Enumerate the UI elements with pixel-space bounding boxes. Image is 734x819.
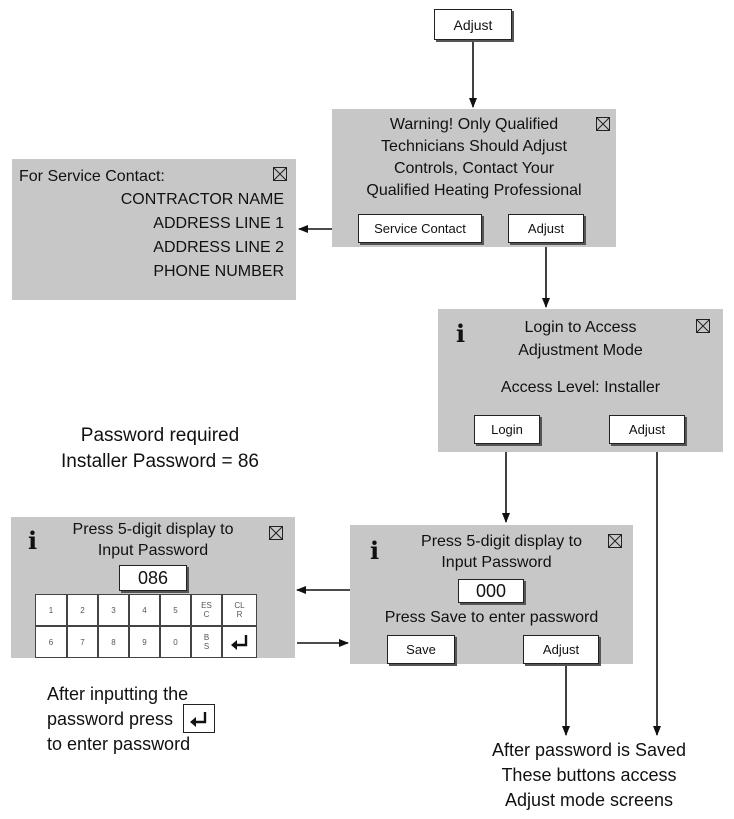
- key-0[interactable]: 0: [160, 626, 191, 658]
- after-input-text: After inputting the: [47, 684, 189, 704]
- key-3[interactable]: 3: [98, 594, 129, 626]
- login-adjust-button[interactable]: Adjust: [609, 415, 685, 444]
- key-clr[interactable]: CL R: [222, 594, 257, 626]
- password-press-text: password press: [47, 709, 174, 729]
- key-bs[interactable]: B S: [191, 626, 222, 658]
- enter-key-sample: [183, 704, 215, 733]
- enter-icon: [230, 635, 247, 650]
- info-icon: i: [28, 526, 38, 555]
- login-button[interactable]: Login: [474, 415, 540, 444]
- service-contact-button[interactable]: Service Contact: [358, 214, 482, 243]
- adjust-screens-text: Adjust mode screens: [504, 790, 674, 810]
- keypad-line-2: Input Password: [97, 542, 209, 559]
- enter-icon: [190, 711, 207, 727]
- buttons-access-text: These buttons access: [501, 765, 677, 785]
- key-esc[interactable]: ES C: [191, 594, 222, 626]
- warning-line-2: Technicians Should Adjust: [381, 138, 567, 155]
- warning-line-3: Controls, Contact Your: [393, 160, 555, 177]
- password-display[interactable]: 086: [119, 565, 187, 591]
- warning-line-1: Warning! Only Qualified: [389, 116, 559, 133]
- key-4[interactable]: 4: [129, 594, 160, 626]
- warning-panel: Warning! Only Qualified Technicians Shou…: [332, 109, 616, 247]
- key-enter[interactable]: [222, 626, 257, 658]
- service-contact-panel: For Service Contact: CONTRACTOR NAME ADD…: [12, 159, 296, 300]
- phone-number: PHONE NUMBER: [153, 263, 284, 280]
- key-2[interactable]: 2: [67, 594, 98, 626]
- installer-password-text: Installer Password = 86: [60, 451, 259, 472]
- login-line-2: Adjustment Mode: [518, 342, 643, 359]
- close-icon[interactable]: [273, 167, 287, 181]
- after-saved-text: After password is Saved: [491, 740, 687, 760]
- access-level: Access Level: Installer: [500, 379, 661, 396]
- key-6[interactable]: 6: [35, 626, 67, 658]
- info-icon: i: [370, 536, 380, 565]
- key-8[interactable]: 8: [98, 626, 129, 658]
- key-5[interactable]: 5: [160, 594, 191, 626]
- save-button[interactable]: Save: [387, 635, 455, 664]
- input-line-1: Press 5-digit display to: [421, 533, 582, 550]
- keypad-panel: i Press 5-digit display to Input Passwor…: [11, 517, 295, 658]
- login-line-1: Login to Access: [524, 319, 637, 336]
- address-line-1: ADDRESS LINE 1: [153, 215, 284, 232]
- password-display[interactable]: 000: [458, 579, 524, 603]
- password-required-text: Password required: [80, 425, 240, 446]
- input-adjust-button[interactable]: Adjust: [523, 635, 599, 664]
- close-icon[interactable]: [696, 319, 710, 333]
- top-adjust-button[interactable]: Adjust: [434, 9, 512, 40]
- info-icon: i: [456, 319, 466, 348]
- save-instruction: Press Save to enter password: [384, 609, 599, 626]
- close-icon[interactable]: [608, 534, 622, 548]
- close-icon[interactable]: [269, 526, 283, 540]
- keypad-line-1: Press 5-digit display to: [72, 521, 234, 538]
- warning-line-4: Qualified Heating Professional: [366, 182, 582, 199]
- address-line-2: ADDRESS LINE 2: [153, 239, 284, 256]
- key-9[interactable]: 9: [129, 626, 160, 658]
- warning-adjust-button[interactable]: Adjust: [508, 214, 584, 243]
- key-1[interactable]: 1: [35, 594, 67, 626]
- input-password-panel: i Press 5-digit display to Input Passwor…: [350, 525, 633, 664]
- close-icon[interactable]: [596, 117, 610, 131]
- input-line-2: Input Password: [441, 554, 552, 571]
- service-heading: For Service Contact:: [19, 168, 165, 185]
- contractor-name: CONTRACTOR NAME: [120, 191, 284, 208]
- key-7[interactable]: 7: [67, 626, 98, 658]
- login-panel: i Login to Access Adjustment Mode Access…: [438, 309, 723, 452]
- enter-password-text: to enter password: [47, 734, 191, 754]
